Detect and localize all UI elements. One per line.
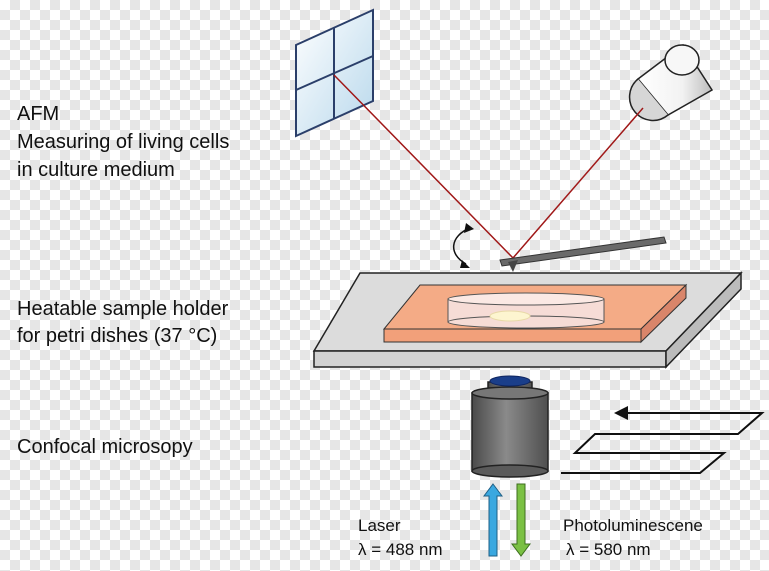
holder-label-line2: for petri dishes (37 °C) — [17, 325, 218, 347]
photoluminescence-arrow-icon — [511, 483, 531, 557]
photoluminescence-wavelength: λ = 580 nm — [566, 540, 651, 559]
scan-path-arrow-icon — [561, 406, 765, 474]
laser-wavelength: λ = 488 nm — [358, 540, 443, 559]
laser-label: Laser — [358, 516, 401, 535]
photoluminescence-label: Photoluminescene — [563, 516, 703, 535]
afm-description-line2: in culture medium — [17, 159, 175, 181]
confocal-label: Confocal microsopy — [17, 436, 193, 458]
reflected-laser-beam — [333, 74, 514, 259]
cell-sample — [489, 310, 531, 322]
laser-arrow-icon — [483, 483, 503, 557]
rotation-arrow-icon — [453, 227, 471, 265]
afm-cantilever — [499, 236, 667, 272]
laser-source — [628, 43, 714, 122]
afm-description-line1: Measuring of living cells — [17, 131, 230, 153]
microscope-objective — [471, 375, 549, 478]
petri-dish — [447, 292, 605, 329]
holder-label-line1: Heatable sample holder — [17, 298, 229, 320]
afm-title: AFM — [17, 103, 60, 125]
objective-lens — [489, 375, 531, 387]
incident-laser-beam — [512, 107, 644, 259]
photodetector — [295, 8, 374, 138]
